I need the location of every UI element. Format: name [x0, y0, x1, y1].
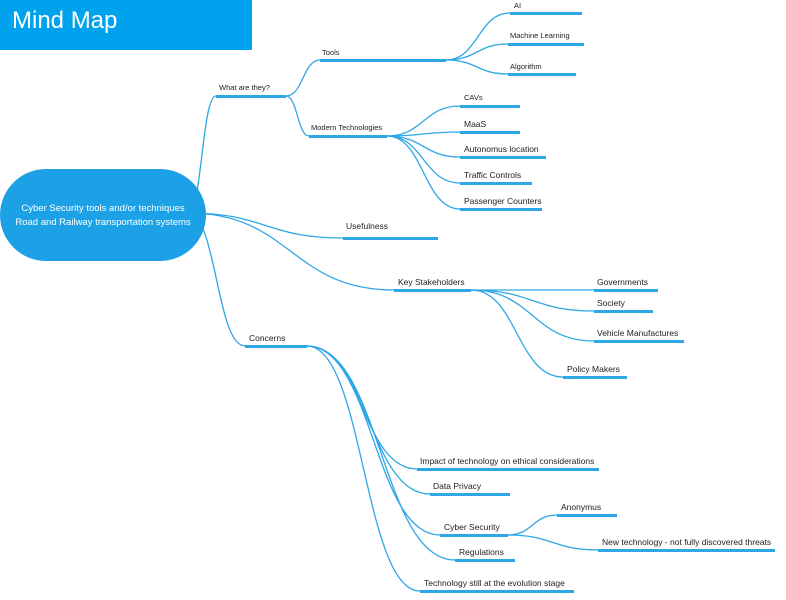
node-evolution-stage[interactable]: Technology still at the evolution stage — [424, 578, 565, 588]
node-vehicle-manufactures-underline — [594, 340, 684, 343]
connector-modern-tech-to-maas — [386, 131, 461, 137]
node-policy-makers[interactable]: Policy Makers — [567, 364, 620, 374]
node-traffic-controls[interactable]: Traffic Controls — [464, 170, 522, 180]
connector-modern-tech-to-traffic — [386, 135, 461, 184]
node-policy-makers-underline — [563, 376, 627, 379]
connector-modern-tech-to-autonomus — [386, 135, 461, 158]
node-algorithm[interactable]: Algorithm — [510, 62, 542, 71]
node-anonymus-underline — [557, 514, 617, 517]
node-concerns-underline — [245, 345, 307, 348]
connector-concerns-to-impact — [306, 345, 418, 470]
root-node[interactable]: Cyber Security tools and/or techniques R… — [0, 169, 206, 261]
node-what-are-they-underline — [216, 95, 286, 98]
connector-modern-tech-to-cavs — [386, 105, 461, 137]
node-cavs-underline — [460, 105, 520, 108]
connector-concerns-to-data-privacy — [306, 345, 431, 495]
node-new-technology-underline — [598, 549, 775, 552]
node-vehicle-manufactures[interactable]: Vehicle Manufactures — [597, 328, 679, 338]
node-ai[interactable]: AI — [514, 1, 522, 10]
node-key-stakeholders-underline — [394, 289, 471, 292]
root-node-label-line-1: Cyber Security tools and/or techniques — [21, 203, 185, 214]
title-banner: Mind Map — [0, 0, 252, 50]
node-autonomus-location-underline — [460, 156, 546, 159]
connector-concerns-to-regulations — [306, 345, 456, 561]
connector-stakeholders-to-society — [470, 289, 595, 312]
connector-root-to-key-stakeholders — [187, 212, 395, 291]
node-what-are-they[interactable]: What are they? — [219, 83, 270, 92]
node-new-technology[interactable]: New technology - not fully discovered th… — [602, 537, 772, 547]
connector-cyber-security-to-new-technology — [507, 534, 599, 551]
node-maas-underline — [460, 131, 520, 134]
node-concerns[interactable]: Concerns — [249, 333, 286, 343]
connector-tools-to-machine-learning — [445, 43, 509, 61]
connector-modern-tech-to-passenger — [386, 135, 461, 210]
node-modern-technologies[interactable]: Modern Technologies — [311, 123, 383, 132]
connector-concerns-to-evolution — [306, 345, 421, 592]
node-impact-ethics-underline — [417, 468, 599, 471]
node-cavs[interactable]: CAVs — [464, 93, 483, 102]
node-key-stakeholders[interactable]: Key Stakeholders — [398, 277, 465, 287]
connector-tools-to-ai — [445, 12, 511, 61]
node-governments[interactable]: Governments — [597, 277, 649, 287]
node-algorithm-underline — [508, 73, 576, 76]
node-data-privacy[interactable]: Data Privacy — [433, 481, 482, 491]
node-evolution-stage-underline — [420, 590, 574, 593]
node-data-privacy-underline — [430, 493, 510, 496]
node-tools[interactable]: Tools — [322, 48, 340, 57]
node-impact-ethics[interactable]: Impact of technology on ethical consider… — [420, 456, 595, 466]
node-modern-technologies-underline — [309, 135, 387, 138]
node-anonymus[interactable]: Anonymus — [561, 502, 602, 512]
node-cyber-security-underline — [440, 534, 508, 537]
connector-stakeholders-to-policy — [470, 289, 564, 378]
connector-cyber-security-to-anonymus — [507, 514, 558, 536]
node-regulations-underline — [455, 559, 515, 562]
page-title: Mind Map — [12, 7, 118, 34]
node-usefulness-underline — [343, 237, 438, 240]
node-passenger-counters-underline — [460, 208, 542, 211]
connector-concerns-to-cyber-security — [306, 345, 441, 536]
node-cyber-security[interactable]: Cyber Security — [444, 522, 500, 532]
node-society-underline — [594, 310, 653, 313]
node-maas[interactable]: MaaS — [464, 119, 487, 129]
node-tools-underline — [320, 59, 446, 62]
connector-tools-to-algorithm — [445, 59, 509, 75]
node-governments-underline — [594, 289, 658, 292]
node-regulations[interactable]: Regulations — [459, 547, 504, 557]
node-usefulness[interactable]: Usefulness — [346, 221, 389, 231]
connector-what-are-they-to-tools — [285, 59, 321, 97]
node-machine-learning-underline — [508, 43, 584, 46]
connector-stakeholders-to-vehicle — [470, 289, 595, 342]
node-society[interactable]: Society — [597, 298, 625, 308]
node-passenger-counters[interactable]: Passenger Counters — [464, 196, 542, 206]
connector-what-are-they-to-modern-technologies — [285, 95, 310, 137]
root-node-label-line-2: Road and Railway transportation systems — [15, 217, 191, 228]
node-ai-underline — [510, 12, 582, 15]
node-traffic-controls-underline — [460, 182, 532, 185]
node-machine-learning[interactable]: Machine Learning — [510, 31, 570, 40]
node-autonomus-location[interactable]: Autonomus location — [464, 144, 539, 154]
